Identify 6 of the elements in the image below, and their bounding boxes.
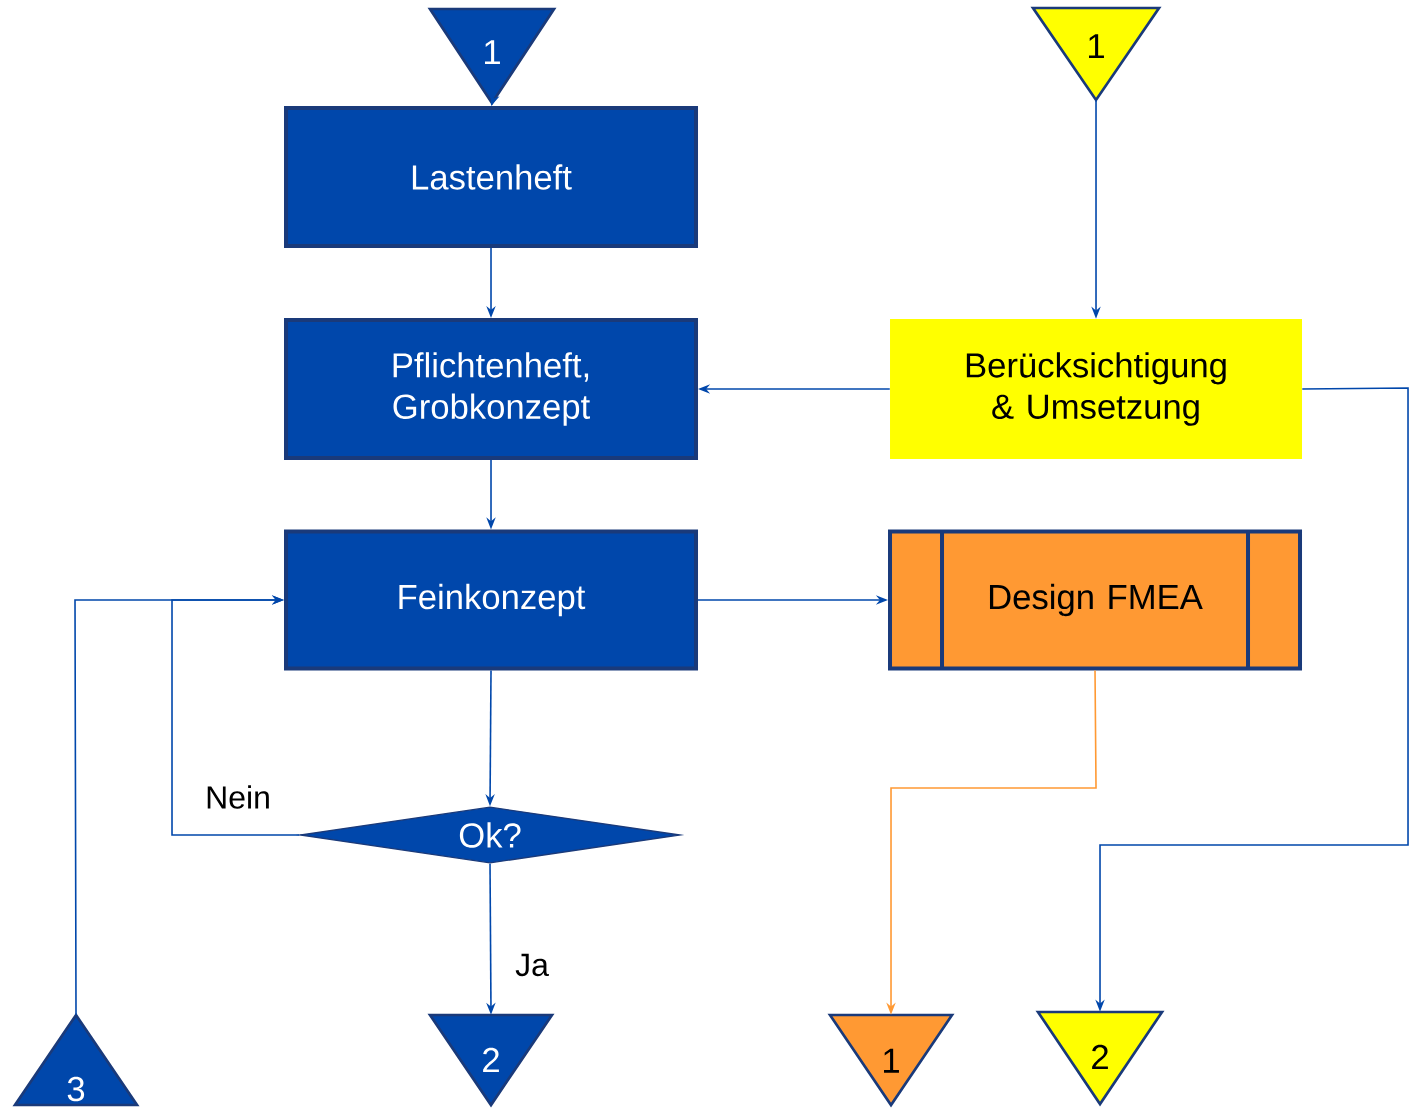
process-box: Feinkonzept	[284, 529, 698, 671]
edge-label: Ja	[513, 952, 551, 978]
edge-label: Nein	[203, 783, 273, 811]
predefined-process-box: Design FMEA	[888, 529, 1302, 671]
process-box: Berücksichtigung & Umsetzung	[890, 319, 1302, 459]
process-box: Pflichtenheft, Grobkonzept	[284, 318, 698, 460]
